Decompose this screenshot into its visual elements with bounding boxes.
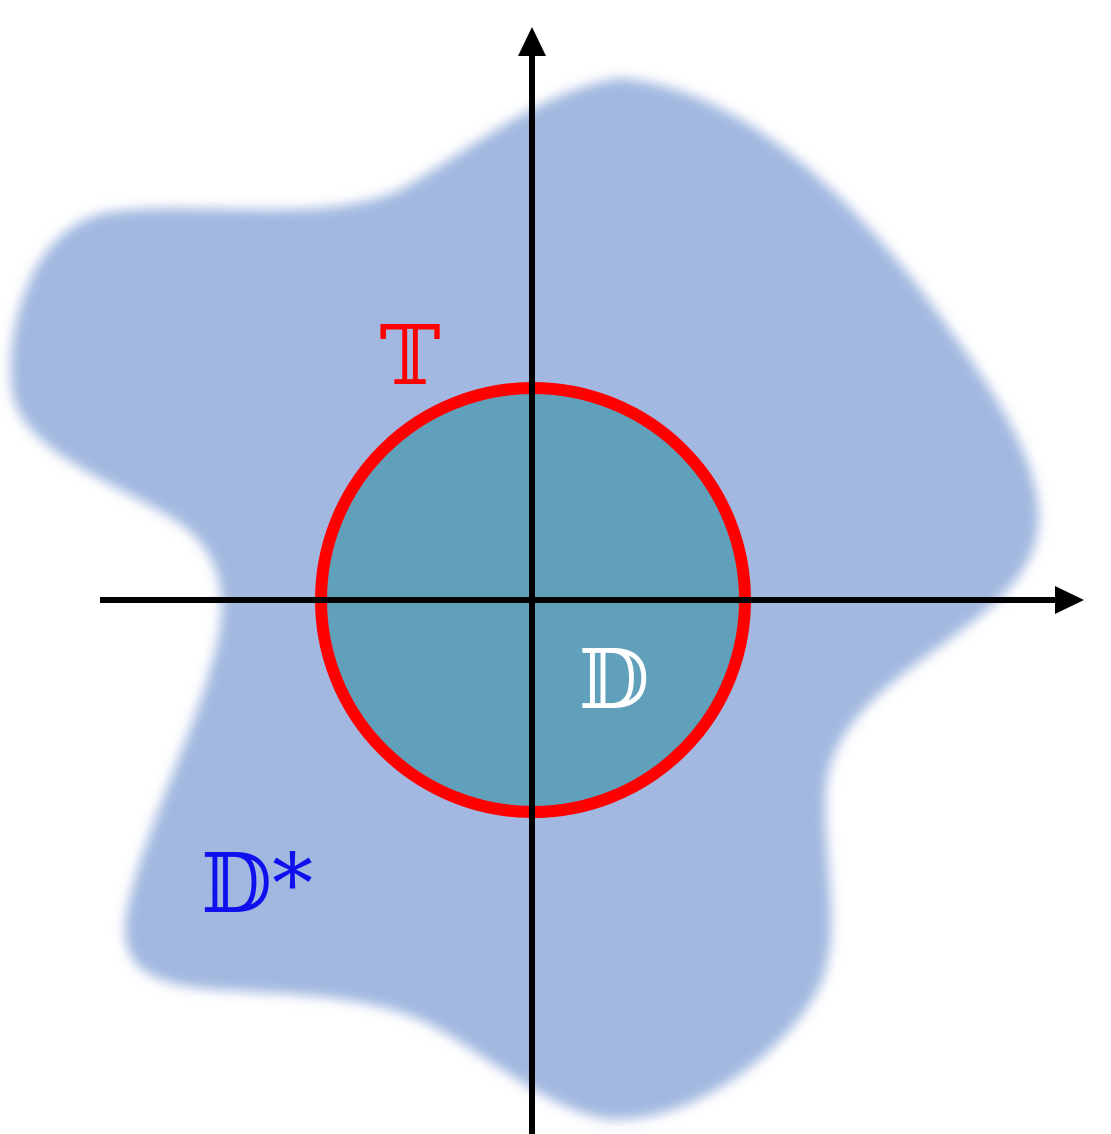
circle-label: 𝕋 (379, 309, 440, 404)
disk-label: 𝔻 (578, 633, 649, 728)
y-axis-arrowhead (518, 27, 546, 56)
x-axis-arrowhead (1055, 586, 1084, 614)
exterior-label: 𝔻* (201, 837, 313, 932)
